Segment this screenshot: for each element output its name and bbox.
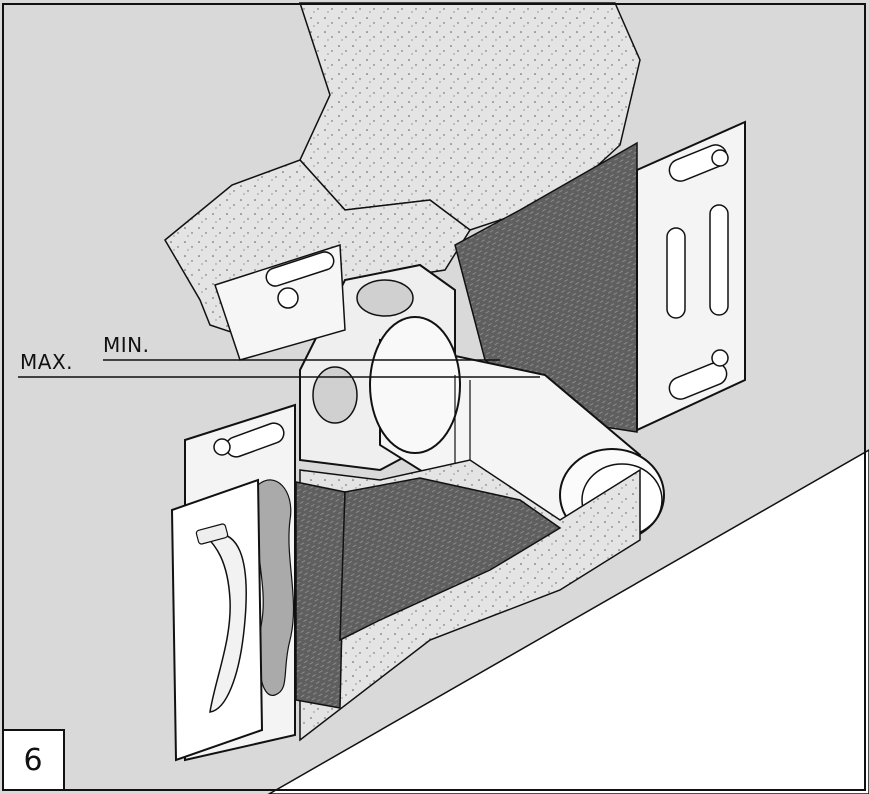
sealant-strip (255, 479, 295, 696)
port-side (312, 366, 358, 424)
step-number: 6 (23, 743, 43, 778)
handle-plate (170, 478, 264, 762)
sealing-membrane-left (295, 481, 346, 709)
handle-end (195, 523, 229, 545)
screw-icon (711, 349, 729, 367)
port-top (356, 279, 414, 317)
handle-grip (203, 532, 247, 713)
bracket-slot (666, 227, 686, 319)
screw-icon (711, 149, 729, 167)
max-depth-label: MAX. (20, 350, 73, 374)
sealing-membrane-lower (339, 477, 562, 642)
screw-icon (213, 438, 231, 456)
plate-slot (265, 251, 335, 287)
step-number-box: 6 (3, 729, 65, 789)
floor-plane (267, 449, 869, 794)
min-depth-label: MIN. (103, 333, 150, 357)
sleeve-flange (369, 316, 461, 454)
bracket-slot (709, 204, 729, 316)
bracket-slot (668, 362, 728, 400)
nut-icon (277, 287, 299, 309)
